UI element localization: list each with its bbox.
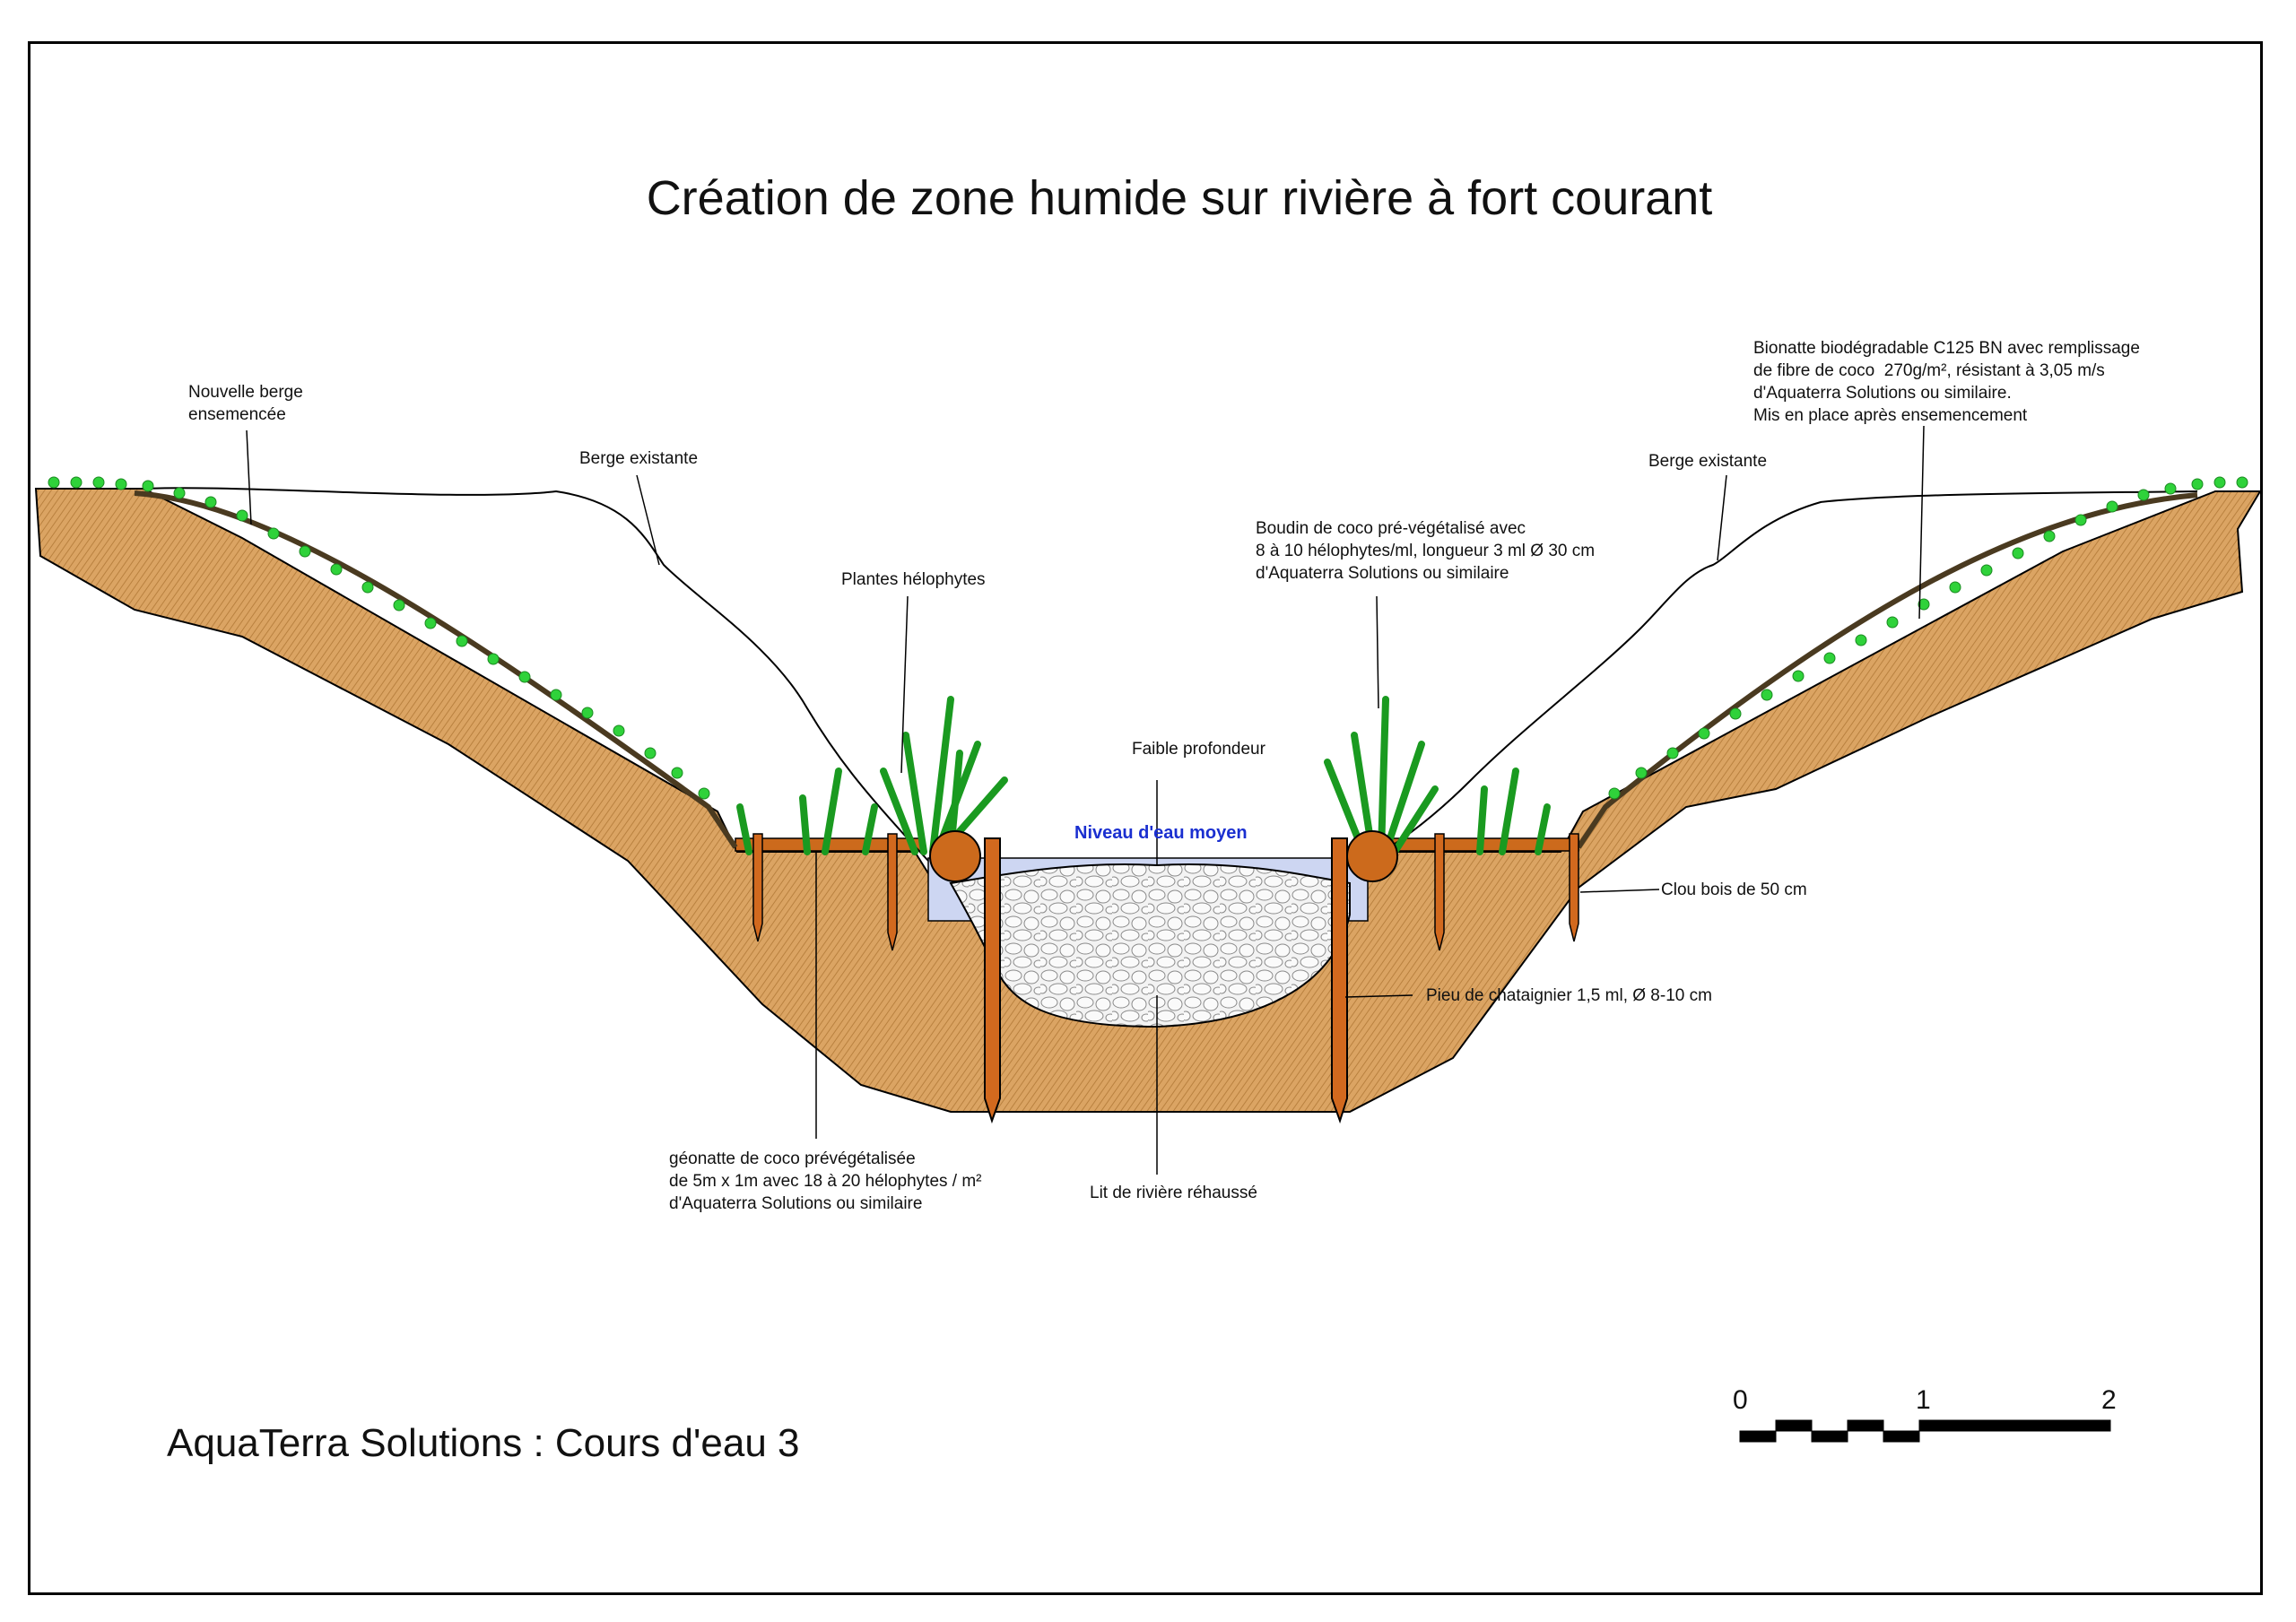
diagram-title: Création de zone humide sur rivière à fo…	[646, 171, 1713, 225]
scale-tick-2: 2	[2101, 1385, 2117, 1415]
label-plantes-helophytes: Plantes hélophytes	[841, 570, 986, 589]
label-bionatte: Bionatte biodégradable C125 BN avec remp…	[1753, 339, 2140, 425]
label-niveau-eau: Niveau d'eau moyen	[1074, 823, 1248, 843]
scale-tick-1: 1	[1916, 1385, 1931, 1415]
footer-caption: AquaTerra Solutions : Cours d'eau 3	[167, 1421, 800, 1465]
label-berge-existante-left: Berge existante	[579, 449, 699, 468]
bionatte-left	[134, 490, 738, 849]
coco-roll-right	[1346, 830, 1398, 882]
label-faible-profondeur: Faible profondeur	[1132, 740, 1265, 759]
label-geonatte: géonatte de coco prévégétalisée de 5m x …	[669, 1149, 982, 1213]
scale-bar	[1739, 1419, 2111, 1443]
label-boudin-coco: Boudin de coco pré-végétalisé avec 8 à 1…	[1256, 519, 1596, 583]
existing-bank-right	[1367, 490, 2198, 862]
helophytes-left	[736, 696, 1008, 855]
chestnut-stakes	[984, 837, 1348, 1124]
label-nouvelle-berge: Nouvelle berge ensemencée	[188, 383, 303, 424]
grass-tufts	[48, 476, 2248, 800]
geonatte-right	[1389, 837, 1579, 852]
coco-roll-left	[929, 830, 981, 882]
scale-tick-0: 0	[1733, 1385, 1748, 1415]
label-pieu: Pieu de chataignier 1,5 ml, Ø 8-10 cm	[1426, 986, 1712, 1005]
label-berge-existante-right: Berge existante	[1648, 452, 1768, 471]
label-clou-bois: Clou bois de 50 cm	[1661, 880, 1807, 899]
drawing-frame	[28, 41, 2263, 1595]
leader-lines	[246, 425, 1925, 1175]
helophytes-right	[1324, 696, 1551, 855]
label-lit-riviere: Lit de rivière réhaussé	[1090, 1184, 1257, 1202]
existing-bank-left	[143, 487, 929, 862]
wood-nails	[752, 833, 1579, 951]
